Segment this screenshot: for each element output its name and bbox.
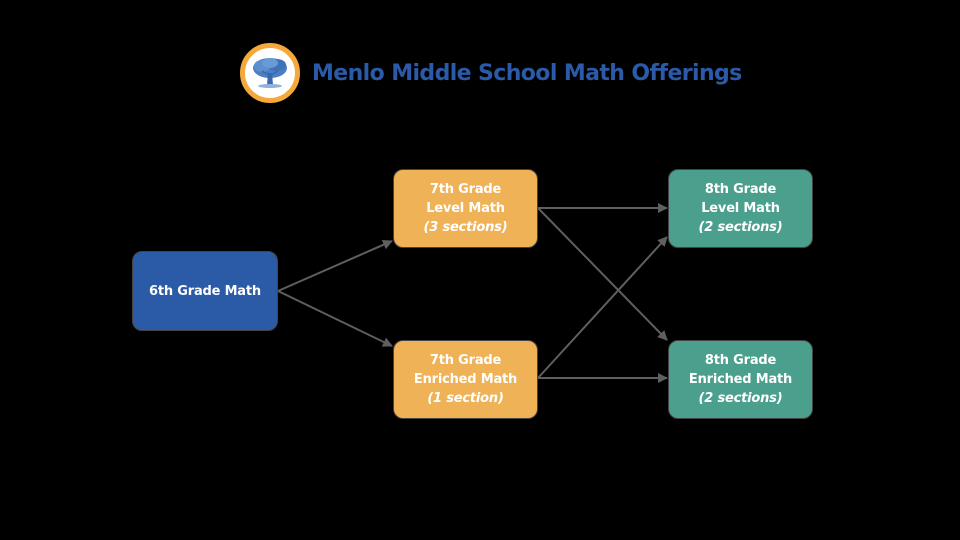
arrow-6-to-7enriched [277,290,393,347]
node-sections: (2 sections) [698,220,783,235]
node-label-line1: 7th Grade [429,353,502,368]
node-label-line1: 8th Grade [704,182,777,197]
node-label-line1: 7th Grade [429,182,502,197]
node-label-line2: Level Math [426,201,505,216]
node-sections: (2 sections) [698,391,783,406]
oak-tree-logo-icon [240,43,300,103]
node-sections: (1 section) [427,391,504,406]
header: Menlo Middle School Math Offerings [240,43,742,103]
node-label-line2: Enriched Math [413,372,518,387]
node-7th-grade-level-math: 7th Grade Level Math (3 sections) [393,169,538,248]
node-label: 6th Grade Math [149,283,261,299]
arrow-7level-to-8enriched [537,207,668,341]
arrow-7enriched-to-8level [537,236,668,379]
node-7th-grade-enriched-math: 7th Grade Enriched Math (1 section) [393,340,538,419]
node-label-line2: Level Math [701,201,780,216]
page-title: Menlo Middle School Math Offerings [312,60,742,86]
arrow-6-to-7level [277,240,393,292]
node-8th-grade-enriched-math: 8th Grade Enriched Math (2 sections) [668,340,813,419]
node-sections: (3 sections) [423,220,508,235]
node-label-line1: 8th Grade [704,353,777,368]
node-6th-grade-math: 6th Grade Math [132,251,278,331]
node-8th-grade-level-math: 8th Grade Level Math (2 sections) [668,169,813,248]
node-label-line2: Enriched Math [688,372,793,387]
